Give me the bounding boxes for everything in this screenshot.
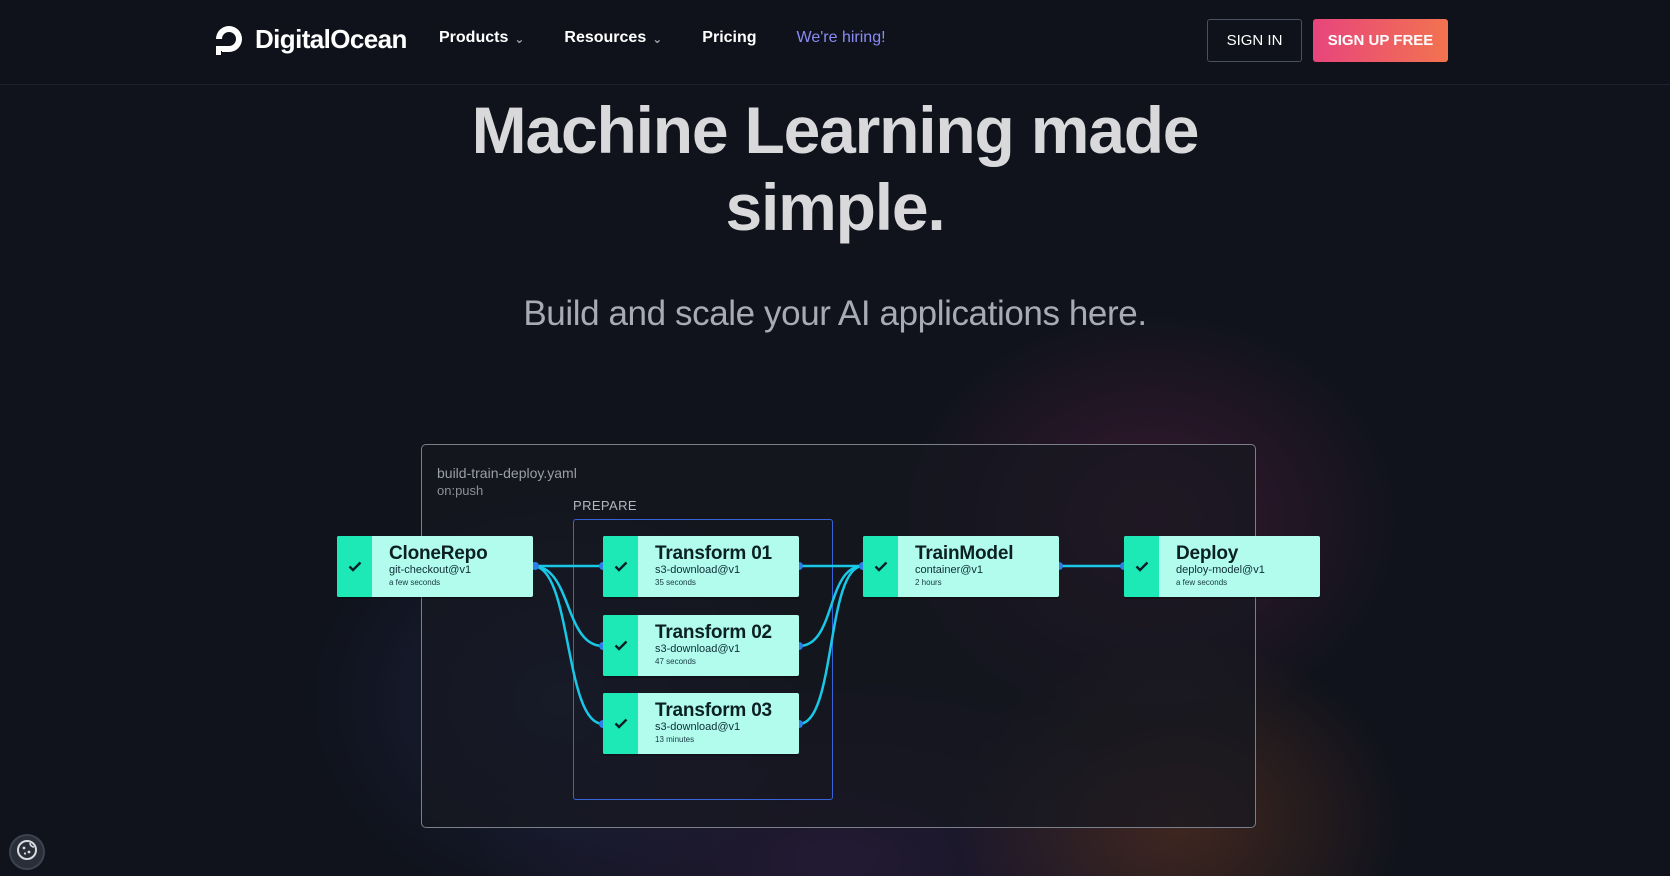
nav-resources[interactable]: Resources ⌄ [564, 29, 662, 47]
node-title: Transform 01 [655, 543, 772, 564]
node-duration: a few seconds [389, 578, 441, 587]
node-action: container@v1 [915, 564, 984, 576]
node-title: Deploy [1176, 543, 1239, 564]
node-title: Transform 02 [655, 622, 772, 643]
node-transform-01[interactable]: Transform 01 s3-download@v1 35 seconds [603, 536, 799, 597]
node-duration: 2 hours [915, 578, 942, 587]
pipeline-file-name: build-train-deploy.yaml [437, 465, 577, 481]
digitalocean-logo-icon [212, 22, 246, 56]
cookie-settings-button[interactable] [9, 834, 45, 870]
node-deploy[interactable]: Deploy deploy-model@v1 a few seconds [1124, 536, 1320, 597]
brand-logo[interactable]: DigitalOcean [212, 22, 407, 56]
node-body: CloneRepo git-checkout@v1 a few seconds [372, 536, 488, 597]
nav-products[interactable]: Products ⌄ [439, 29, 524, 47]
node-body: Transform 01 s3-download@v1 35 seconds [638, 536, 772, 597]
prepare-group-box [573, 519, 833, 800]
node-transform-03[interactable]: Transform 03 s3-download@v1 13 minutes [603, 693, 799, 754]
connector-clone-t2 [532, 564, 604, 648]
node-title: TrainModel [915, 543, 1014, 564]
chevron-down-icon: ⌄ [652, 32, 663, 46]
hero-subtitle: Build and scale your AI applications her… [523, 294, 1147, 333]
node-body: Deploy deploy-model@v1 a few seconds [1159, 536, 1265, 597]
pipeline-diagram [421, 444, 1256, 828]
connector-t2-train [798, 564, 864, 648]
node-transform-02[interactable]: Transform 02 s3-download@v1 47 seconds [603, 615, 799, 676]
sign-in-button[interactable]: SIGN IN [1207, 19, 1302, 62]
nav-hiring-link[interactable]: We're hiring! [797, 29, 886, 47]
brand-name: DigitalOcean [255, 23, 407, 54]
nav-pricing[interactable]: Pricing [702, 29, 756, 47]
main-nav: Products ⌄ Resources ⌄ Pricing We're hir… [439, 29, 926, 47]
prepare-group-label: PREPARE [573, 498, 637, 513]
node-title: Transform 03 [655, 700, 772, 721]
check-icon [603, 693, 638, 754]
chevron-down-icon: ⌄ [514, 32, 525, 46]
nav-pricing-label: Pricing [702, 29, 757, 46]
node-action: deploy-model@v1 [1176, 564, 1265, 576]
check-icon [603, 536, 638, 597]
nav-products-label: Products [439, 29, 509, 46]
check-icon [337, 536, 372, 597]
site-header: DigitalOcean Products ⌄ Resources ⌄ Pric… [0, 0, 1670, 85]
sign-up-button[interactable]: SIGN UP FREE [1313, 19, 1448, 62]
node-clonerepo[interactable]: CloneRepo git-checkout@v1 a few seconds [337, 536, 533, 597]
check-icon [863, 536, 898, 597]
node-action: git-checkout@v1 [389, 564, 472, 576]
node-action: s3-download@v1 [655, 564, 741, 576]
pipeline-trigger: on:push [437, 483, 484, 498]
node-trainmodel[interactable]: TrainModel container@v1 2 hours [863, 536, 1059, 597]
node-duration: a few seconds [1176, 578, 1228, 587]
node-title: CloneRepo [389, 543, 488, 564]
nav-resources-label: Resources [564, 29, 647, 46]
check-icon [603, 615, 638, 676]
node-duration: 35 seconds [655, 578, 696, 587]
node-body: Transform 03 s3-download@v1 13 minutes [638, 693, 772, 754]
node-body: Transform 02 s3-download@v1 47 seconds [638, 615, 772, 676]
node-duration: 13 minutes [655, 735, 695, 744]
hero-title-line-1: Machine Learning made [471, 93, 1200, 167]
port-dot [531, 562, 539, 570]
node-action: s3-download@v1 [655, 643, 741, 655]
nav-hiring-label: We're hiring! [796, 29, 886, 46]
connector-t3-train [798, 564, 864, 726]
node-action: s3-download@v1 [655, 721, 741, 733]
hero-title: Machine Learning made simple. [400, 92, 1270, 246]
connector-clone-t3 [532, 564, 604, 726]
cookie-settings-icon [16, 839, 38, 866]
check-icon [1124, 536, 1159, 597]
hero-title-line-2: simple. [725, 170, 945, 244]
node-body: TrainModel container@v1 2 hours [898, 536, 1013, 597]
node-duration: 47 seconds [655, 657, 696, 666]
